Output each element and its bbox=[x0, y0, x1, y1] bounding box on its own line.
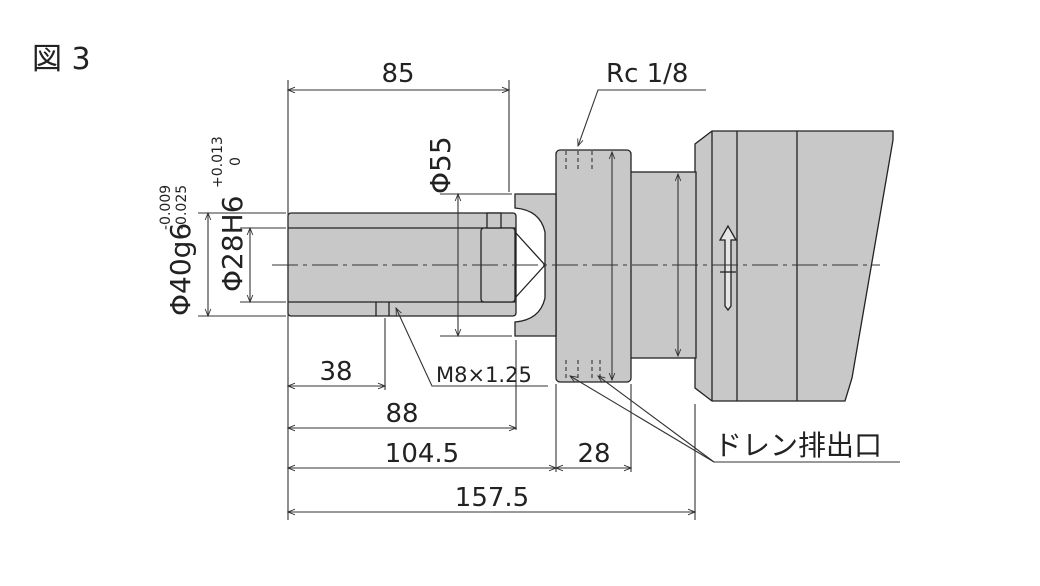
dim-label-38: 38 bbox=[319, 357, 352, 387]
dim-label-28: 28 bbox=[577, 439, 610, 469]
leader-thread bbox=[396, 308, 548, 387]
dim-tol-dia-40-upper: -0.009 bbox=[158, 185, 174, 230]
leader-port bbox=[578, 89, 706, 146]
dim-label-dia-55: Φ55 bbox=[424, 136, 457, 194]
dim-label-88: 88 bbox=[385, 399, 418, 429]
dim-label-dia-40: Φ40g6 bbox=[164, 223, 197, 316]
dim-label-104-5: 104.5 bbox=[385, 439, 459, 469]
part-body bbox=[287, 130, 894, 402]
leader-drain-2 bbox=[598, 376, 715, 463]
leader-drain-1 bbox=[570, 376, 715, 463]
callout-port: Rc 1/8 bbox=[606, 59, 688, 89]
dim-label-85: 85 bbox=[381, 59, 414, 89]
dim-tol-dia-40-lower: -0.025 bbox=[174, 185, 190, 230]
figure-label: 図 3 bbox=[32, 42, 91, 77]
step-collar bbox=[514, 193, 557, 337]
flange bbox=[555, 149, 632, 383]
callout-thread: M8×1.25 bbox=[436, 363, 532, 387]
dim-label-dia-28: Φ28H6 bbox=[216, 195, 249, 292]
dim-tol-dia-28-lower: 0 bbox=[228, 157, 244, 166]
dim-label-157-5: 157.5 bbox=[455, 483, 529, 513]
rotation-arrow-icon bbox=[718, 224, 738, 312]
port-hole bbox=[486, 212, 502, 229]
dim-tol-dia-28-upper: +0.013 bbox=[210, 136, 226, 188]
callout-drain: ドレン排出口 bbox=[714, 429, 882, 462]
